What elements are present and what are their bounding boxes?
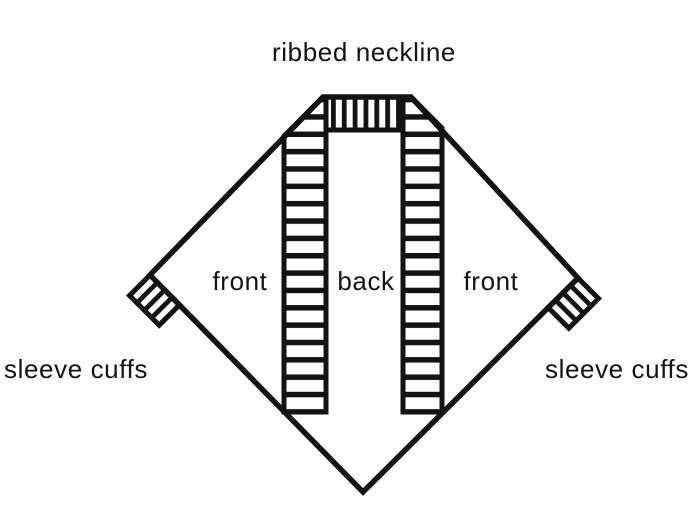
sleeve-cuff-right-ribbing bbox=[544, 274, 603, 332]
sleeve-cuff-left bbox=[125, 271, 184, 329]
sleeve-cuff-right bbox=[544, 274, 603, 332]
ribbed-front-band-left bbox=[281, 94, 329, 415]
ribbed-front-band-right bbox=[400, 94, 445, 415]
label-front-right: front bbox=[463, 266, 518, 296]
ribbed-neckline-band bbox=[323, 94, 406, 133]
label-sleeve-cuffs-left: sleeve cuffs bbox=[4, 354, 148, 384]
label-sleeve-cuffs-right: sleeve cuffs bbox=[545, 354, 689, 384]
label-back: back bbox=[337, 266, 395, 296]
label-front-left: front bbox=[212, 266, 267, 296]
label-ribbed-neckline: ribbed neckline bbox=[272, 37, 456, 67]
sleeve-cuff-left-ribbing bbox=[125, 271, 184, 329]
